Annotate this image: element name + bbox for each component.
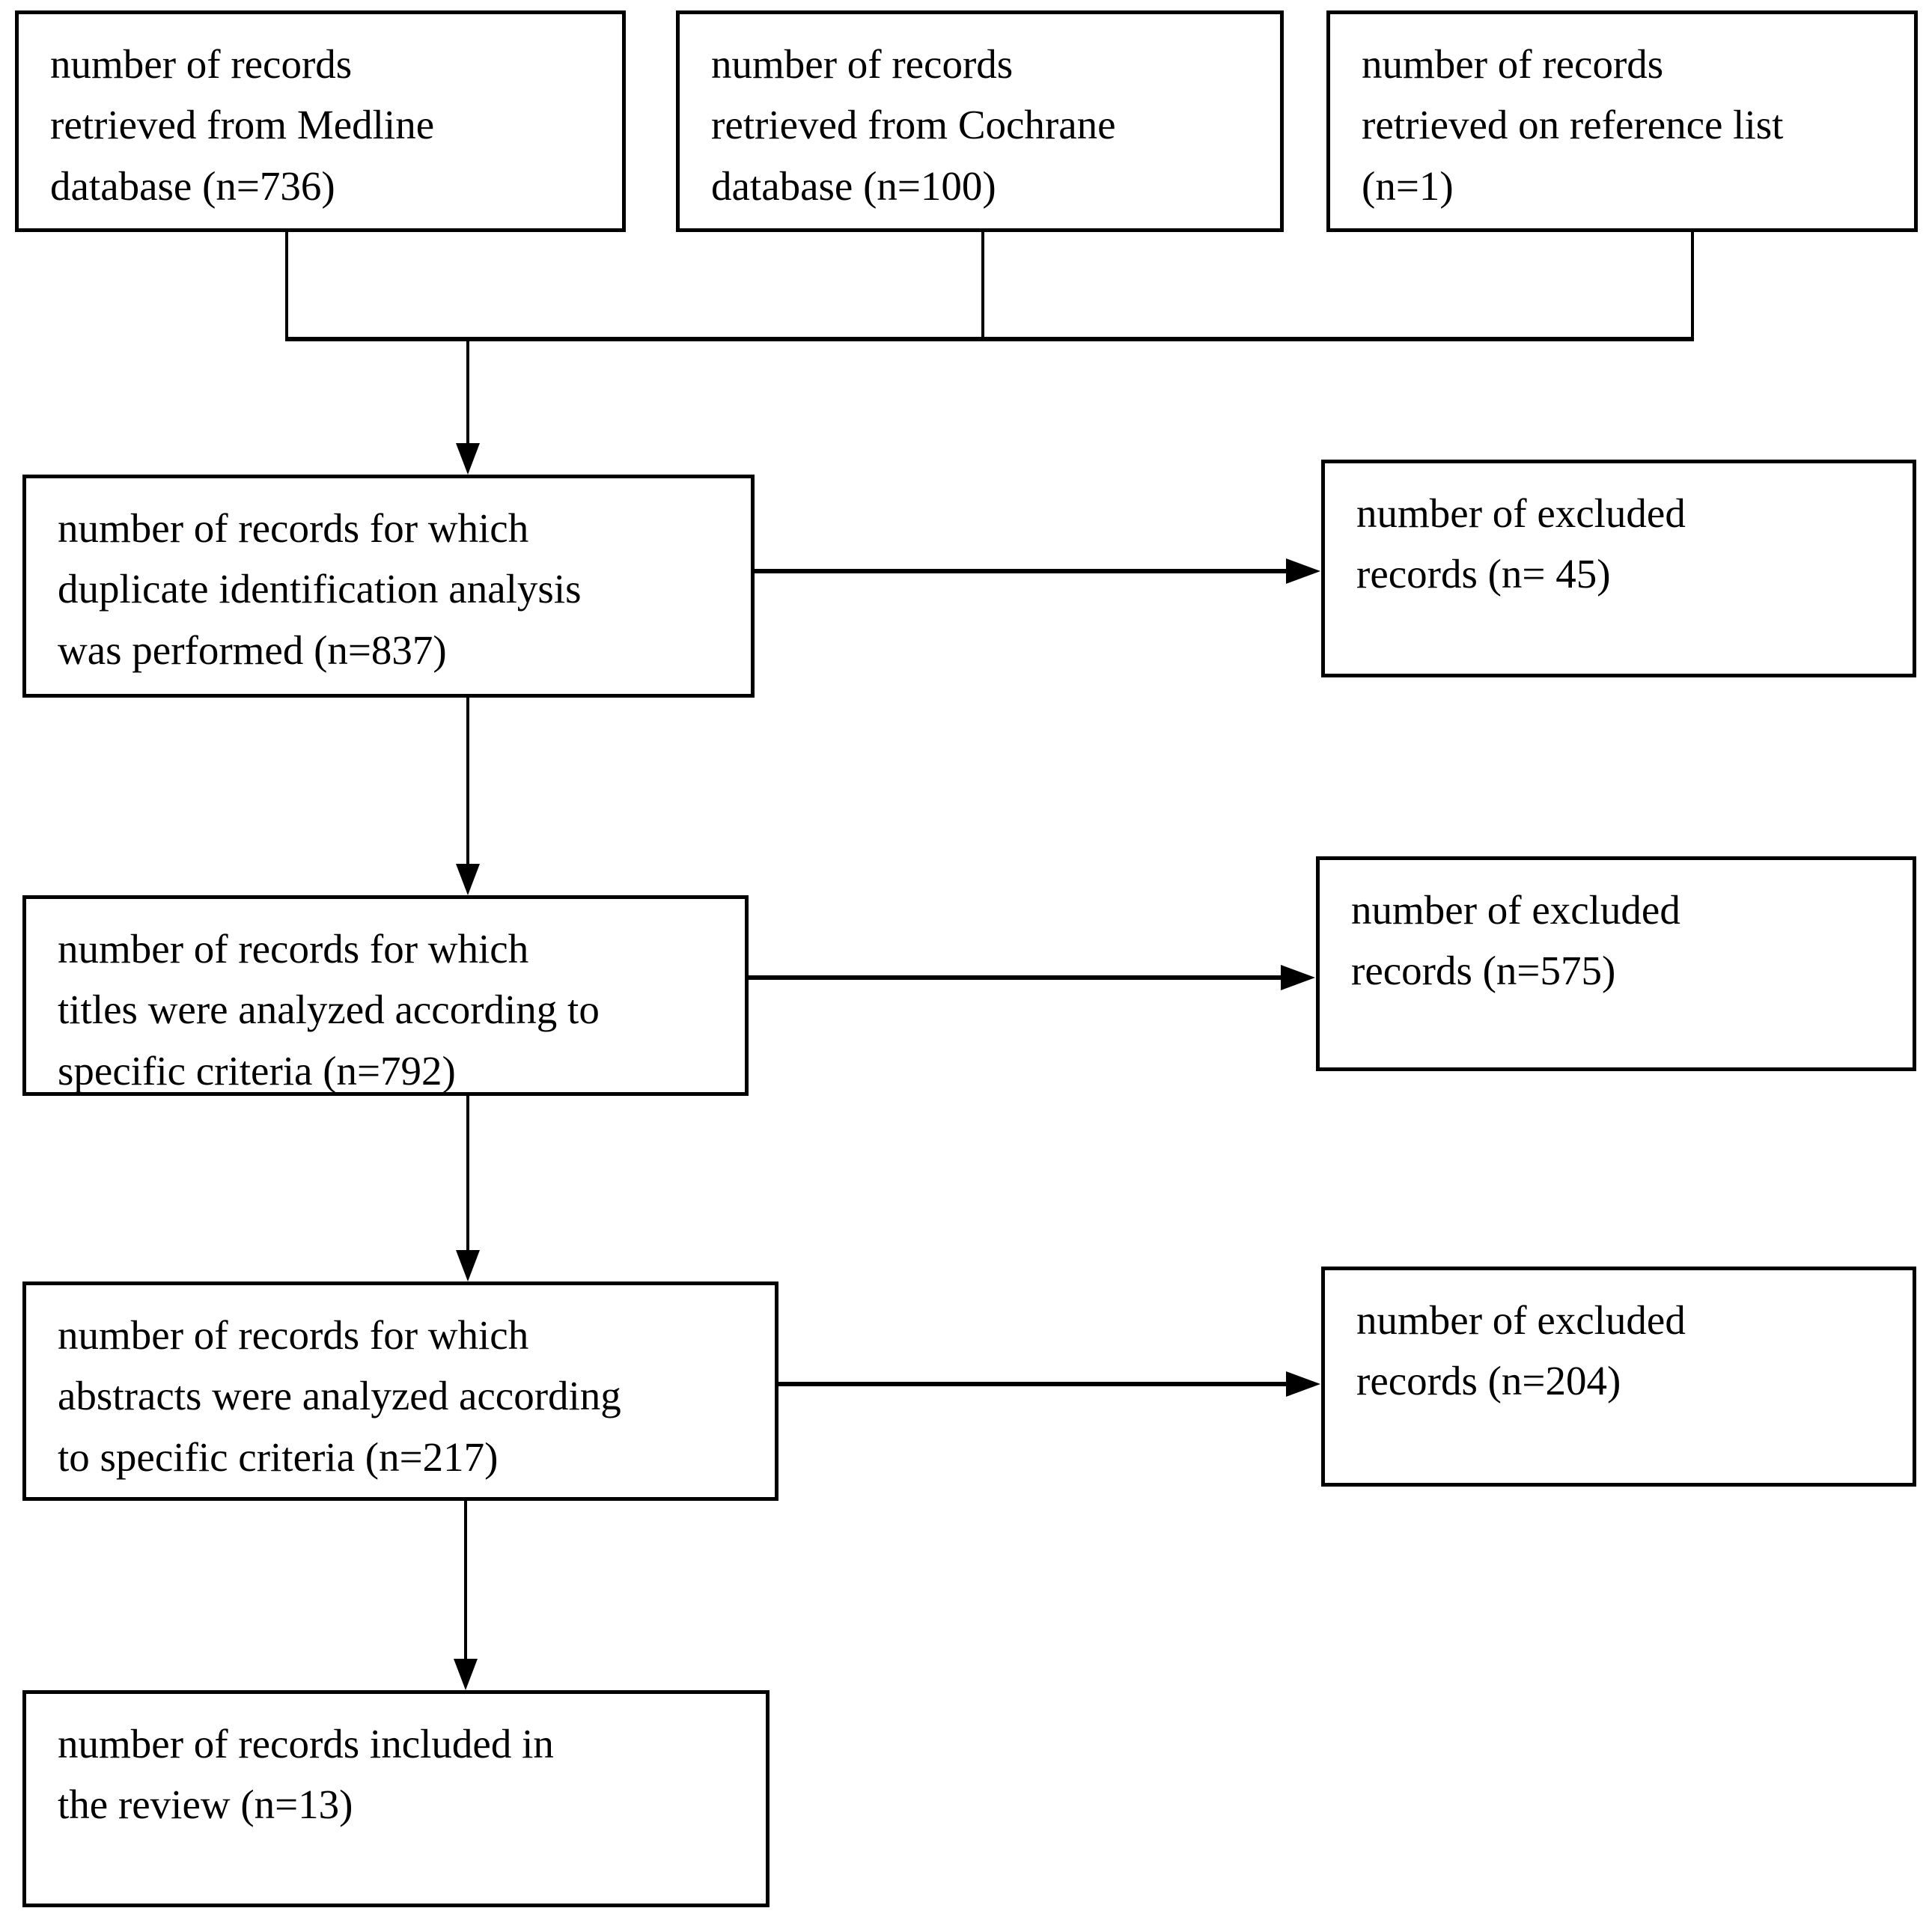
node-abstracts-analyzed: number of records for which abstracts we… (22, 1281, 778, 1501)
node-cochrane-records: number of records retrieved from Cochran… (676, 10, 1284, 232)
connector-line-duplicates-excluded (755, 569, 1288, 573)
node-medline-records: number of records retrieved from Medline… (15, 10, 626, 232)
arrowhead-down-abstracts (456, 1250, 480, 1281)
arrowhead-right-excluded-abstracts (1286, 1371, 1320, 1397)
connector-stub-cochrane (981, 232, 984, 341)
node-titles-analyzed: number of records for which titles were … (22, 895, 749, 1096)
node-included-in-review: number of records included in the review… (22, 1690, 770, 1907)
arrowhead-down-duplicates (456, 443, 480, 475)
connector-stub-medline (285, 232, 288, 341)
node-excluded-titles: number of excluded records (n=575) (1316, 856, 1916, 1071)
node-duplicate-analysis: number of records for which duplicate id… (22, 475, 755, 698)
node-excluded-duplicates: number of excluded records (n= 45) (1321, 460, 1916, 677)
node-excluded-abstracts: number of excluded records (n=204) (1321, 1267, 1916, 1487)
connector-line-to-titles (466, 698, 469, 867)
connector-line-titles-excluded (749, 975, 1282, 980)
connector-line-to-abstracts (466, 1096, 469, 1255)
connector-line-to-included (464, 1501, 467, 1660)
connector-gather-line (285, 337, 1694, 341)
arrowhead-down-titles (456, 864, 480, 895)
arrowhead-down-included (454, 1659, 478, 1690)
connector-line-abstracts-excluded (778, 1382, 1288, 1386)
connector-line-to-duplicates (466, 341, 469, 446)
node-reference-list-records: number of records retrieved on reference… (1326, 10, 1918, 232)
connector-stub-reference (1691, 232, 1694, 341)
arrowhead-right-excluded-titles (1281, 965, 1315, 990)
arrowhead-right-excluded-duplicates (1286, 558, 1320, 584)
